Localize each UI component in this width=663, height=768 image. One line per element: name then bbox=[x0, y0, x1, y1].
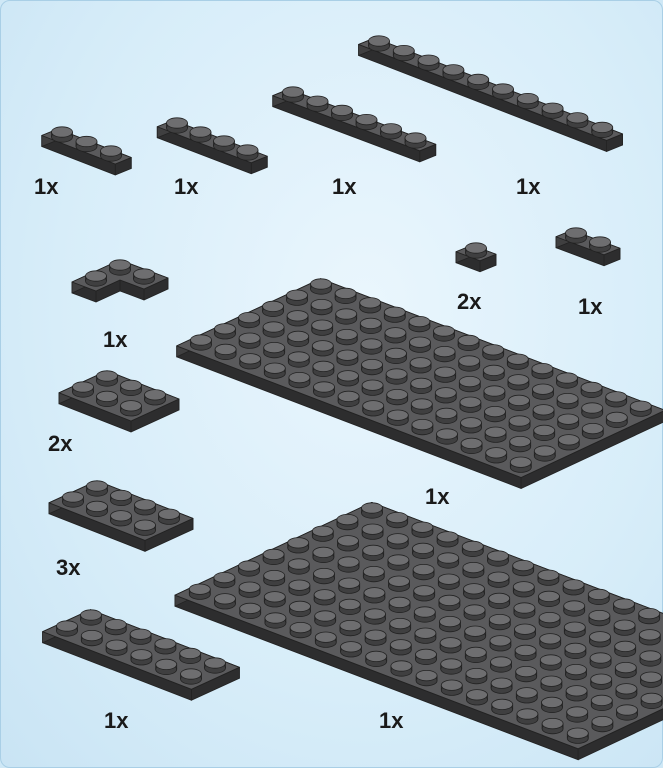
quantity-label-plate-1x6: 1x bbox=[332, 176, 356, 198]
quantity-label-plate-2x4: 3x bbox=[56, 557, 80, 579]
plate-1x1-plate bbox=[456, 243, 496, 272]
quantity-label-plate-8x16: 1x bbox=[379, 710, 403, 732]
plate-1x6-plate bbox=[273, 87, 436, 162]
quantity-label-plate-2x6: 1x bbox=[104, 710, 128, 732]
plate-2x4-plate bbox=[49, 481, 193, 552]
plate-1x3-plate bbox=[42, 127, 132, 175]
quantity-label-plate-6x14: 1x bbox=[425, 486, 449, 508]
quantity-label-plate-1x4: 1x bbox=[174, 176, 198, 198]
quantity-label-plate-1x3: 1x bbox=[34, 176, 58, 198]
plate-2x3-plate bbox=[59, 371, 179, 432]
quantity-label-plate-1x2: 1x bbox=[578, 296, 602, 318]
plate-2x2-corner-plate bbox=[72, 260, 168, 302]
quantity-label-plate-2x2-corner: 1x bbox=[103, 329, 127, 351]
plate-1x4-plate bbox=[157, 118, 267, 174]
plate-8x16-plate bbox=[175, 502, 663, 759]
quantity-label-plate-2x3: 2x bbox=[48, 433, 72, 455]
plate-1x2-plate bbox=[556, 228, 620, 266]
quantity-label-plate-1x10: 1x bbox=[516, 176, 540, 198]
quantity-label-plate-1x1: 2x bbox=[457, 291, 481, 313]
plate-2x6-plate bbox=[43, 610, 240, 701]
